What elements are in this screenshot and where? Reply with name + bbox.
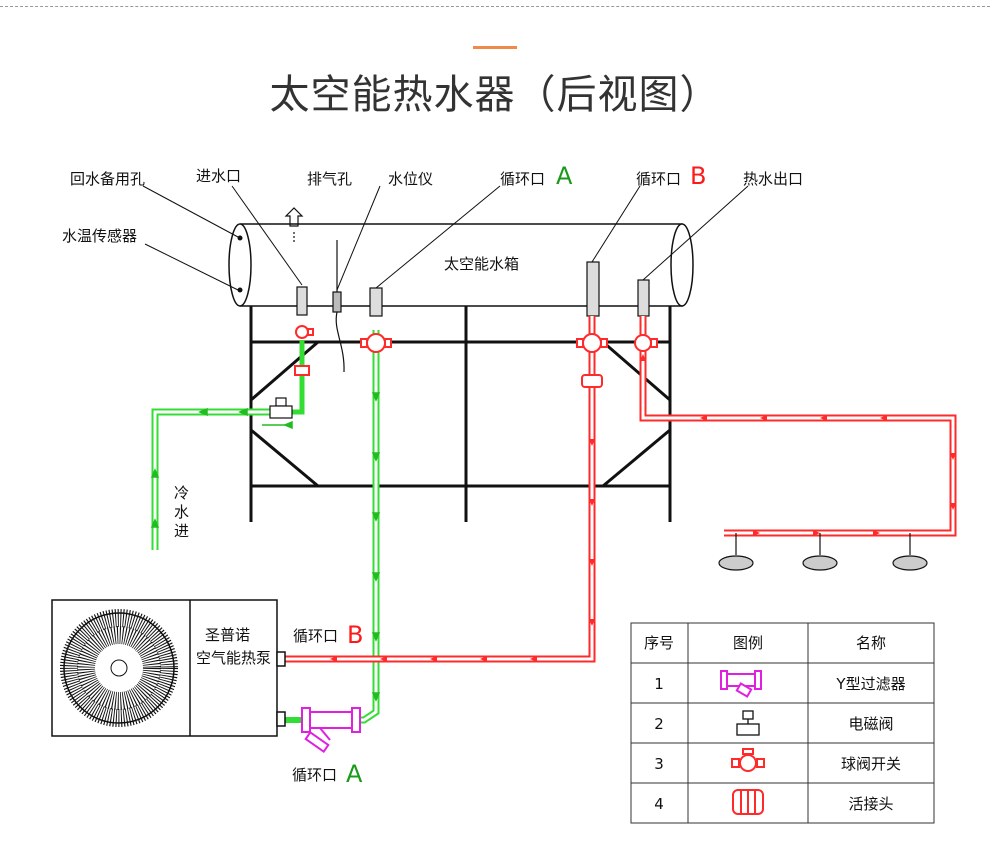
water-tank (228, 223, 694, 307)
top-dashed-divider (0, 6, 990, 7)
temp-sensor-dot (237, 287, 243, 293)
legend-row-name: Y型过滤器 (835, 675, 905, 693)
label-water-inlet: 进水口 (196, 167, 241, 185)
heat-pump-name: 空气能热泵 (196, 649, 271, 667)
support-frame (249, 300, 672, 522)
legend-table (630, 622, 935, 824)
label-circ-b-top: 循环口 (636, 170, 681, 188)
shower-heads (718, 533, 928, 571)
hot-flow-arrows (330, 354, 956, 662)
ball-valve-outlet (634, 334, 658, 352)
legend-row-name: 电磁阀 (848, 715, 893, 733)
label-temp-sensor: 水温传感器 (62, 227, 137, 245)
page-title: 太空能热水器（后视图） (269, 72, 721, 118)
label-circ-a-top: 循环口 (500, 170, 545, 188)
label-water-level: 水位仪 (388, 170, 433, 188)
legend-header-no: 序号 (644, 634, 674, 652)
tank-label: 太空能水箱 (444, 255, 519, 273)
legend-row-no: 1 (654, 675, 664, 693)
heat-pump-brand: 圣普诺 (205, 626, 250, 644)
label-circ-a-pump-letter: A (346, 760, 363, 788)
cold-flow-arrows (150, 392, 381, 702)
vent-arrow-icon (284, 207, 304, 243)
water-level-meter (332, 240, 345, 373)
label-circ-b-top-letter: B (690, 162, 706, 190)
label-circ-b-pump: 循环口 (293, 627, 338, 645)
ball-valve-circ-a (360, 333, 392, 353)
legend-row-name: 球阀开关 (841, 755, 901, 773)
label-cold-in-1: 冷 (174, 484, 189, 502)
solenoid-valve-icon (736, 710, 760, 736)
legend-row-no: 3 (654, 755, 664, 773)
return-hole-dot (237, 235, 243, 241)
fan-icon (60, 609, 178, 727)
circ-b-stub (586, 261, 600, 317)
solenoid-valve (269, 397, 293, 419)
ball-valve-inlet (295, 325, 314, 339)
legend-row-no: 4 (654, 795, 664, 813)
label-circ-a-pump: 循环口 (292, 766, 337, 784)
ball-valve-circ-b (576, 333, 608, 353)
inlet-stub (296, 286, 308, 316)
y-filter (301, 707, 361, 753)
title-accent-bar (473, 46, 517, 49)
circ-a-stub (369, 287, 383, 317)
legend-header-icon: 图例 (733, 634, 763, 652)
outlet-stub (637, 279, 650, 317)
ball-valve-icon (731, 748, 765, 772)
legend-header-name: 名称 (856, 634, 886, 652)
label-cold-in-2: 水 (174, 503, 189, 521)
legend-row-no: 2 (654, 715, 664, 733)
union-joint-inlet (294, 365, 310, 376)
legend-row-name: 活接头 (848, 795, 893, 813)
union-joint-icon (732, 789, 764, 815)
leader-lines (142, 185, 749, 291)
label-return-water: 回水备用孔 (70, 170, 145, 188)
y-filter-icon (720, 670, 762, 698)
label-hot-outlet: 热水出口 (743, 170, 803, 188)
union-joint-circ-b (581, 374, 603, 388)
label-circ-b-pump-letter: B (347, 621, 363, 649)
label-circ-a-top-letter: A (556, 162, 573, 190)
label-cold-in-3: 进 (174, 522, 189, 540)
label-vent: 排气孔 (307, 170, 352, 188)
